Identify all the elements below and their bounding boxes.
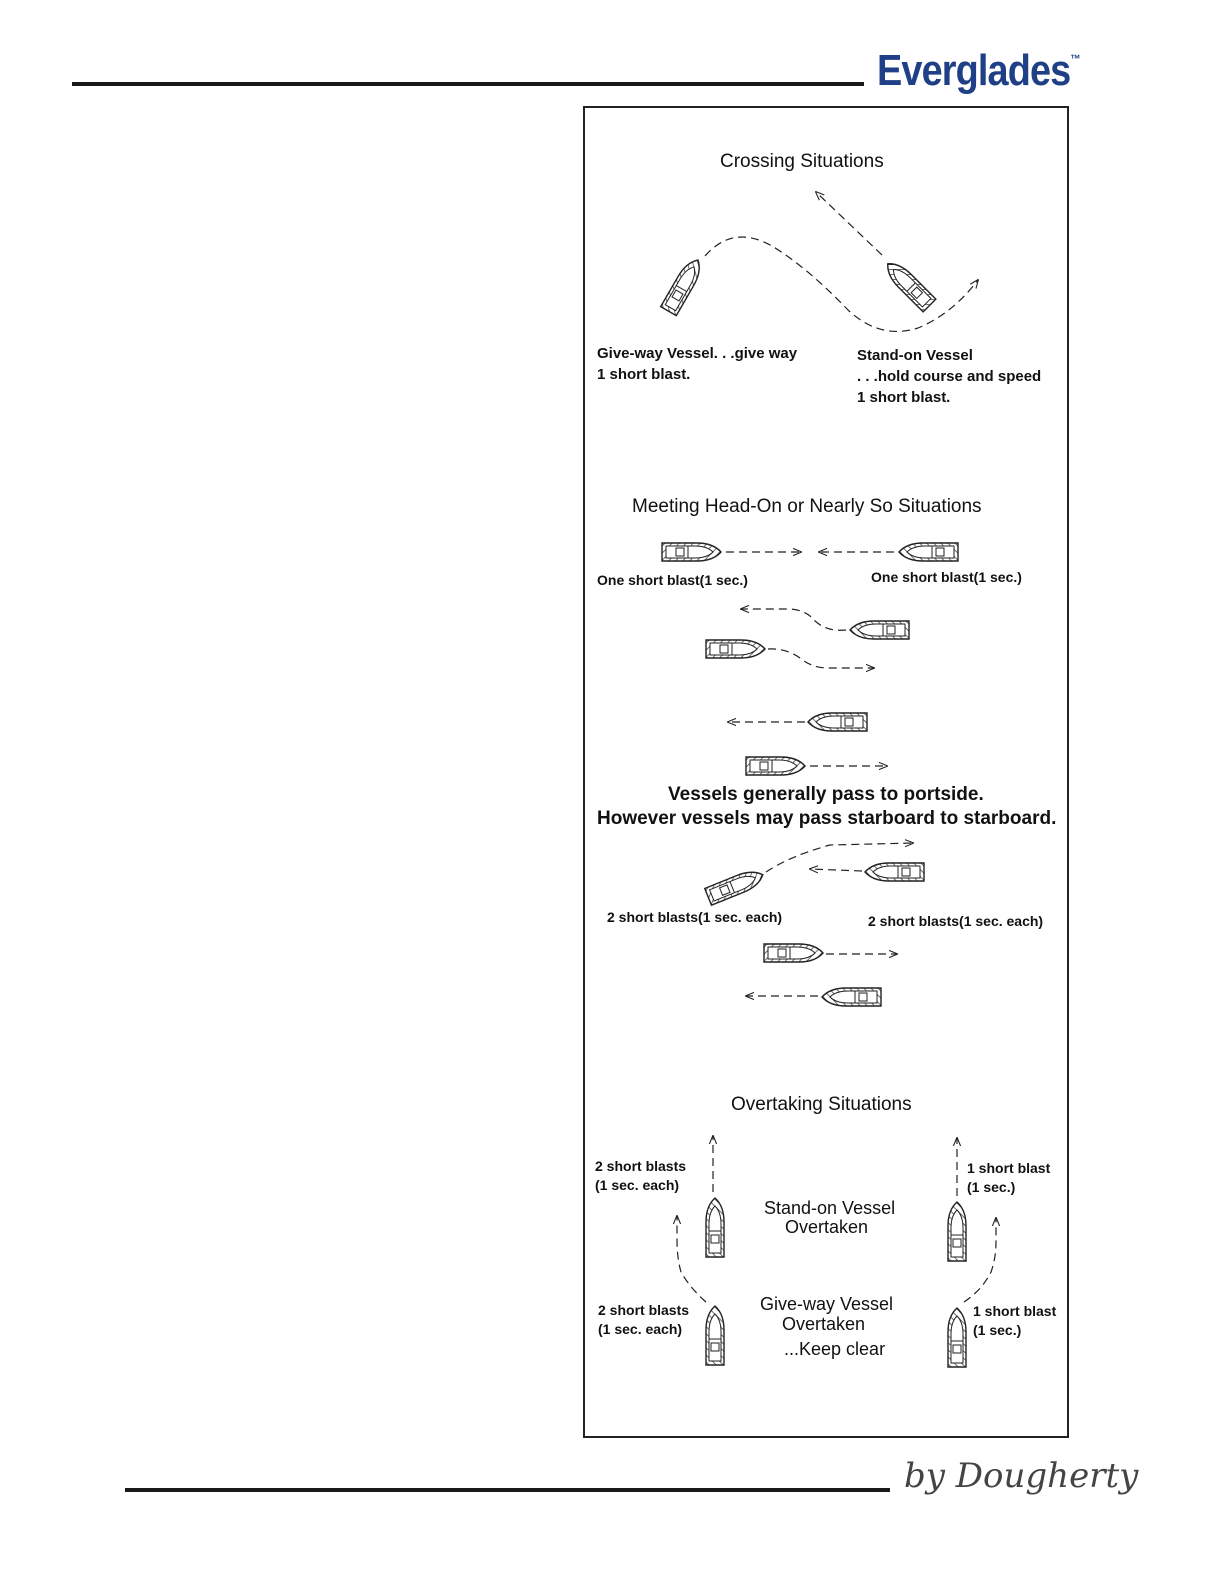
overtake-left-astern-course	[677, 1216, 707, 1303]
meeting-right-signal: One short blast(1 sec.)	[871, 569, 1022, 585]
port-pass-course-upper	[741, 609, 847, 631]
meeting-left-signal: One short blast(1 sec.)	[597, 572, 748, 588]
meeting-note-line1: Vessels generally pass to portside.	[668, 784, 984, 805]
stb-right-signal: 2 short blasts(1 sec. each)	[868, 913, 1044, 929]
footer-rule	[125, 1488, 890, 1492]
port-pass-course-lower	[767, 648, 874, 668]
overtake-left-ahead-vessel	[705, 1197, 725, 1258]
overtake-upper-right-duration: (1 sec.)	[967, 1179, 1016, 1195]
stb-pass-vessel-right	[864, 862, 925, 882]
meeting-note-line2: However vessels may pass starboard to st…	[597, 808, 1057, 829]
footer-signature: by Dougherty	[904, 1456, 1139, 1496]
stb-pass-course-right	[810, 869, 863, 871]
stb-pass-vessel-left	[704, 865, 767, 906]
overtake-giveway-status: Overtaken	[782, 1314, 866, 1334]
overtake-standon-status: Overtaken	[785, 1217, 869, 1237]
overtake-giveway-label: Give-way Vessel	[760, 1294, 894, 1314]
overtake-right-ahead-vessel	[947, 1201, 967, 1262]
stb-pass-vessel-lower-east	[763, 943, 824, 963]
crossing-standon-label: Stand-on Vessel	[857, 347, 973, 364]
overtake-upper-left-duration: (1 sec. each)	[595, 1177, 680, 1193]
stb-pass-vessel-lower-west	[821, 987, 882, 1007]
overtake-lower-left-signal: 2 short blasts	[598, 1302, 690, 1318]
stb-left-signal: 2 short blasts(1 sec. each)	[607, 909, 783, 925]
stb-pass-course-left	[765, 843, 913, 873]
crossing-standon-course	[816, 192, 883, 256]
overtaking-title: Overtaking Situations	[731, 1094, 912, 1115]
port-pass-vessel-lower	[705, 639, 766, 659]
crossing-giveway-label: Give-way Vessel. . .give way	[597, 345, 798, 362]
crossing-standon-vessel	[880, 256, 937, 313]
rules-of-road-panel	[583, 106, 1069, 1438]
overtake-right-astern-vessel	[947, 1307, 967, 1368]
overtake-giveway-action: ...Keep clear	[784, 1339, 886, 1359]
crossing-title: Crossing Situations	[720, 151, 884, 172]
meeting-vessel-left	[661, 542, 722, 562]
overtake-upper-left-signal: 2 short blasts	[595, 1158, 687, 1174]
header-rule	[72, 82, 864, 86]
crossing-standon-signal: 1 short blast.	[857, 389, 951, 406]
meeting-title: Meeting Head-On or Nearly So Situations	[632, 496, 982, 517]
overtake-lower-right-duration: (1 sec.)	[973, 1322, 1022, 1338]
crossing-giveway-course	[704, 236, 978, 332]
overtake-right-astern-course	[963, 1218, 996, 1303]
overtake-lower-right-signal: 1 short blast	[973, 1303, 1057, 1319]
crossing-standon-action: . . .hold course and speed	[857, 368, 1042, 385]
meeting-vessel-right	[898, 542, 959, 562]
overtake-lower-left-duration: (1 sec. each)	[598, 1321, 683, 1337]
overtake-left-astern-vessel	[705, 1305, 725, 1366]
crossing-giveway-signal: 1 short blast.	[597, 366, 691, 383]
port-pass-vessel-westbound	[745, 756, 806, 776]
port-pass-vessel-eastbound	[807, 712, 868, 732]
overtake-upper-right-signal: 1 short blast	[967, 1160, 1051, 1176]
overtake-standon-label: Stand-on Vessel	[764, 1198, 896, 1218]
crossing-giveway-vessel	[660, 254, 707, 317]
port-pass-vessel-upper	[849, 620, 910, 640]
brand-logo: Everglades™	[877, 46, 1081, 95]
